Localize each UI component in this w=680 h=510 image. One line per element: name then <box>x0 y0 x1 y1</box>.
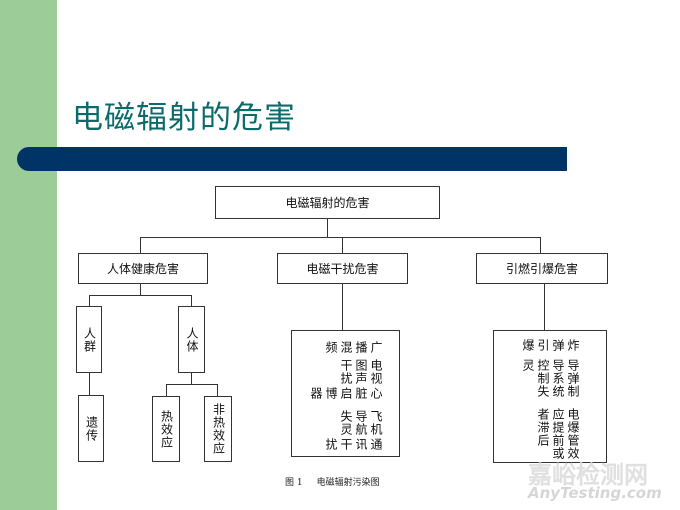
figure-caption: 图 1 电磁辐射污染图 <box>285 475 394 488</box>
connector <box>327 219 328 237</box>
list-item: 电爆管效应提前或者滞后 <box>536 407 580 460</box>
list-item: 心脏启博器 <box>309 387 383 400</box>
watermark-cn: 嘉峪检测网 <box>528 461 648 489</box>
connector <box>140 284 141 295</box>
title-bar <box>17 147 567 171</box>
list-item: 炸弹引爆 <box>521 339 580 352</box>
connector <box>89 295 90 306</box>
root-node: 电磁辐射的危害 <box>215 186 440 219</box>
connector <box>166 384 167 396</box>
node-body: 人体 <box>178 306 205 373</box>
connector <box>544 284 545 330</box>
explosion-list: 炸弹引爆 导弹制导系统控制失灵 电爆管效应提前或者滞后 <box>493 330 607 463</box>
connector <box>89 295 192 296</box>
connector <box>191 373 192 384</box>
list-item: 通讯干扰 <box>324 437 383 451</box>
slide-title: 电磁辐射的危害 <box>72 100 296 136</box>
branch-interference: 电磁干扰危害 <box>277 253 408 284</box>
connector <box>166 384 218 385</box>
node-nonthermal: 非热效应 <box>204 396 232 462</box>
node-thermal: 热效应 <box>152 396 180 462</box>
node-group: 人群 <box>76 306 102 373</box>
branch-health: 人体健康危害 <box>78 253 208 284</box>
connector <box>140 237 141 253</box>
list-item: 电视图声干扰 <box>339 359 383 386</box>
connector <box>191 295 192 306</box>
interference-list: 广播混频 电视图声干扰 心脏启博器 飞机导航失灵 通讯干扰 <box>291 330 400 457</box>
caption-label: 图 1 <box>285 478 303 488</box>
list-item: 广播混频 <box>324 341 383 354</box>
watermark-en: AnyTesting.com <box>528 484 662 502</box>
connector <box>89 373 90 395</box>
node-heredity: 遗传 <box>78 395 104 462</box>
caption-text: 电磁辐射污染图 <box>316 478 380 488</box>
connector <box>140 237 541 238</box>
connector <box>342 284 343 330</box>
connector <box>342 237 343 253</box>
connector <box>540 237 541 253</box>
list-item: 飞机导航失灵 <box>339 410 383 436</box>
side-stripe <box>0 0 57 510</box>
branch-explosion: 引燃引爆危害 <box>476 253 608 284</box>
connector <box>217 384 218 396</box>
list-item: 导弹制导系统控制失灵 <box>521 358 580 398</box>
